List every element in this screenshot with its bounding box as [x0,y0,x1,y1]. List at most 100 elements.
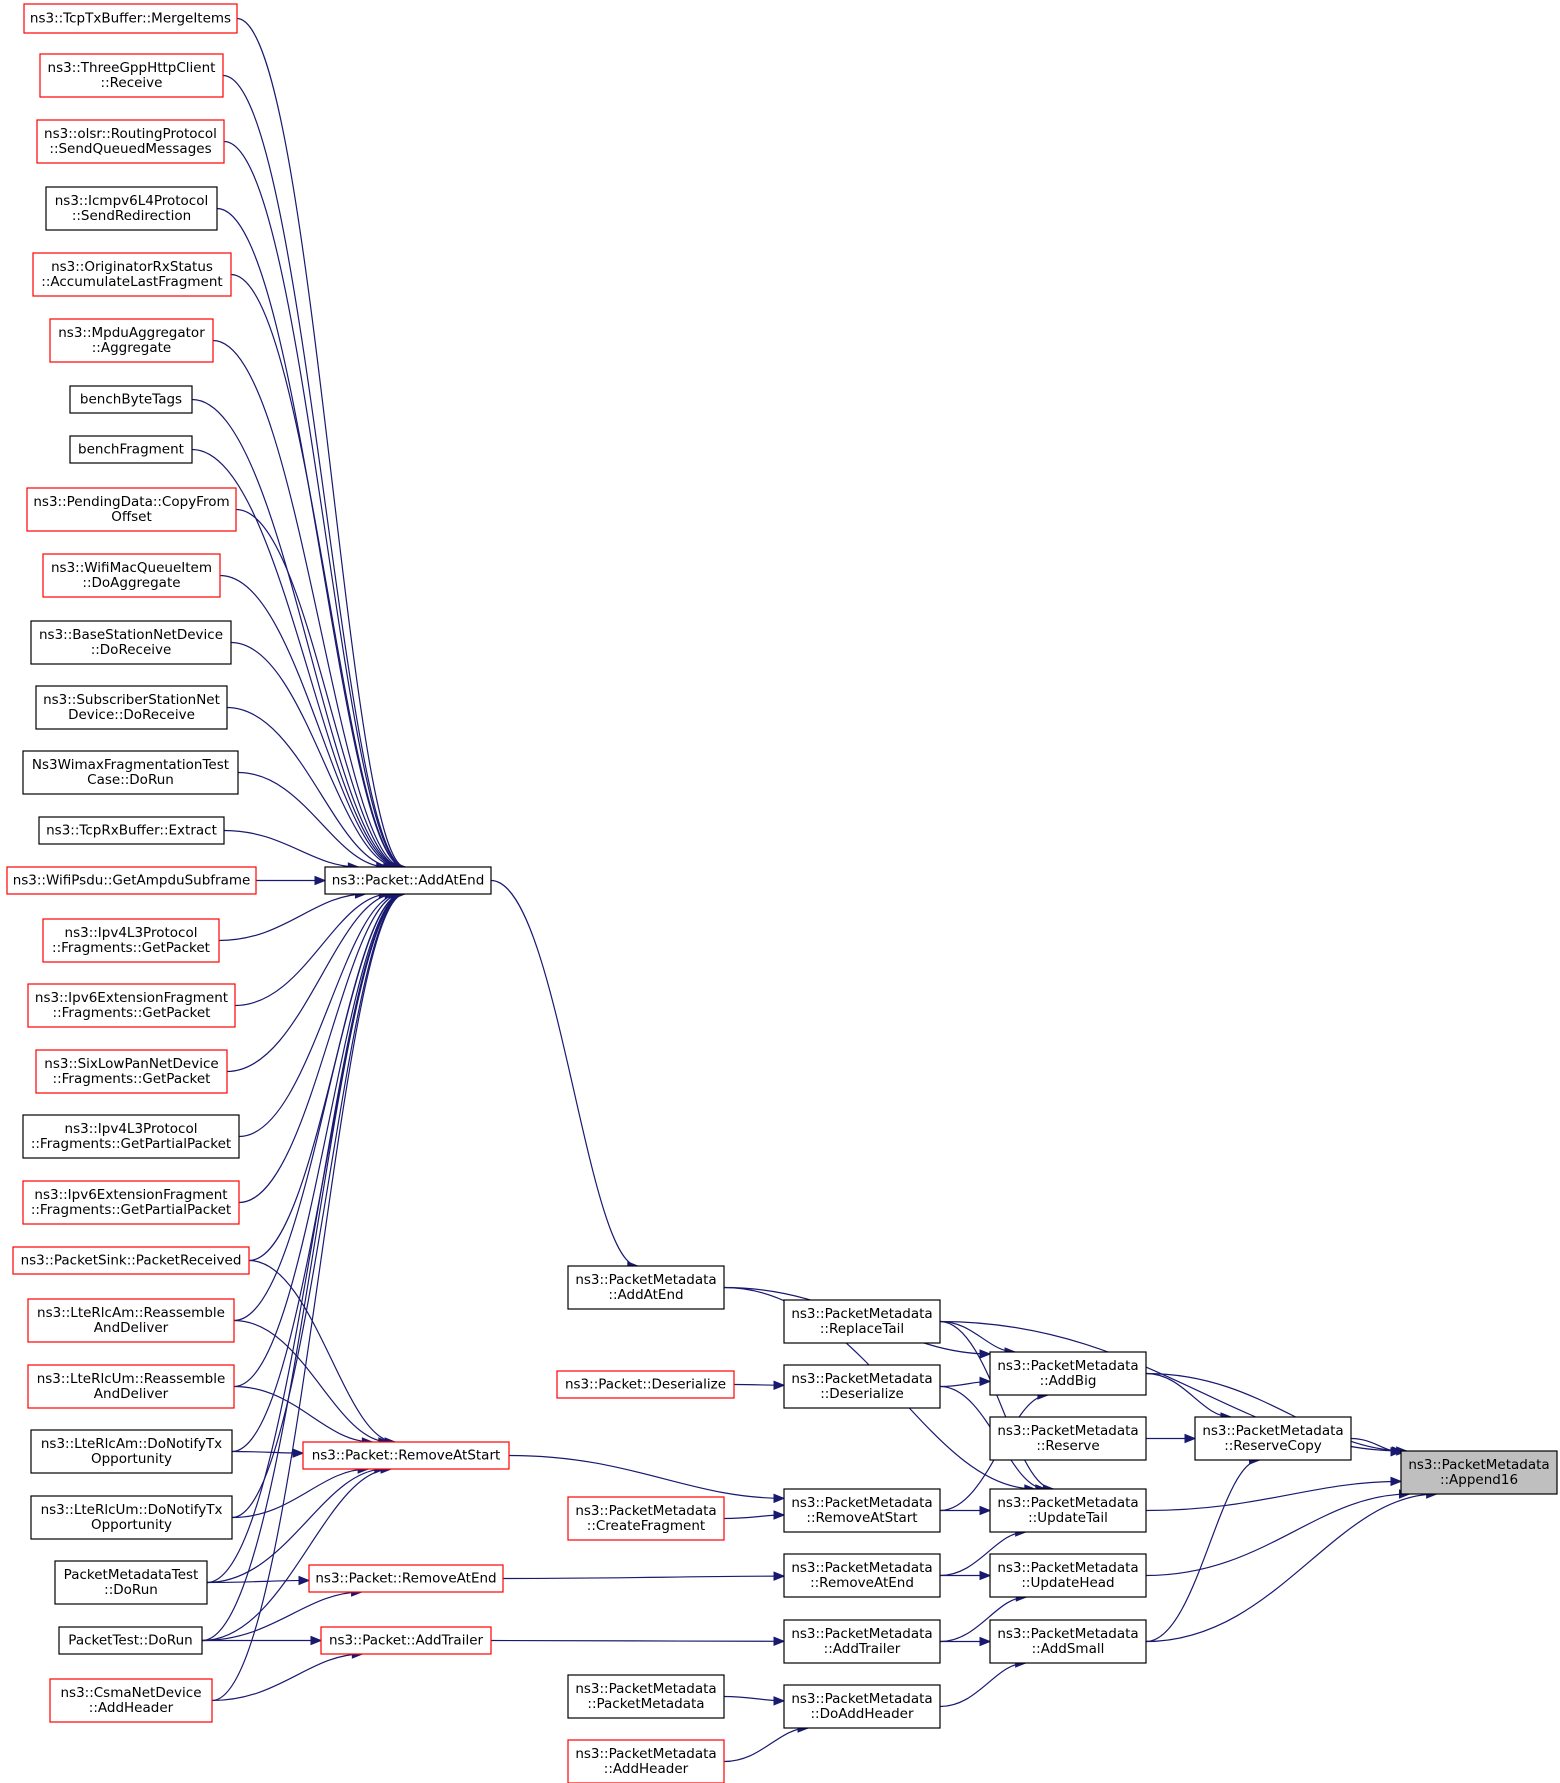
node-box[interactable] [27,1298,235,1343]
node-box[interactable] [783,1299,941,1344]
node-pmdeser[interactable]: ns3::PacketMetadata::Deserialize [783,1364,941,1409]
node-pmcreatefrag[interactable]: ns3::PacketMetadata::CreateFragment [567,1496,725,1541]
node-box[interactable] [989,1619,1147,1664]
node-ipv6partial[interactable]: ns3::Ipv6ExtensionFragment::Fragments::G… [22,1180,240,1225]
node-tcptx[interactable]: ns3::TcpTxBuffer::MergeItems [23,3,238,34]
node-box[interactable] [567,1739,725,1783]
node-mpdu[interactable]: ns3::MpduAggregator::Aggregate [49,318,214,363]
node-wifipsdu[interactable]: ns3::WifiPsdu::GetAmpduSubframe [6,866,257,895]
node-pmremovestart[interactable]: ns3::PacketMetadata::RemoveAtStart [783,1488,941,1533]
node-pkttest[interactable]: PacketTest::DoRun [58,1626,203,1655]
node-box[interactable] [22,1114,240,1159]
node-box[interactable] [39,53,224,98]
node-pmctor[interactable]: ns3::PacketMetadata::PacketMetadata [567,1674,725,1719]
node-addtrailer[interactable]: ns3::Packet::AddTrailer [320,1626,492,1655]
node-benchfrag[interactable]: benchFragment [69,435,193,464]
node-box[interactable] [989,1553,1147,1598]
node-ipv4frag[interactable]: ns3::Ipv4L3Protocol::Fragments::GetPacke… [42,918,220,963]
node-box[interactable] [30,1495,233,1540]
node-pmreplacetail[interactable]: ns3::PacketMetadata::ReplaceTail [783,1299,941,1344]
node-box[interactable] [42,553,221,598]
node-box[interactable] [308,1564,504,1593]
node-bsnet[interactable]: ns3::BaseStationNetDevice::DoReceive [30,620,232,665]
node-pmaddatend[interactable]: ns3::PacketMetadata::AddAtEnd [567,1265,725,1310]
node-box[interactable] [69,385,193,414]
node-box[interactable] [49,318,214,363]
node-box[interactable] [27,983,236,1028]
node-box[interactable] [45,186,218,231]
node-box[interactable] [783,1684,941,1729]
node-box[interactable] [783,1619,941,1664]
node-box[interactable] [32,252,232,297]
node-box[interactable] [989,1416,1147,1461]
node-box[interactable] [6,866,257,895]
node-olsr[interactable]: ns3::olsr::RoutingProtocol::SendQueuedMe… [36,119,225,164]
node-ssnet[interactable]: ns3::SubscriberStationNetDevice::DoRecei… [35,685,228,730]
node-pmupdatehead[interactable]: ns3::PacketMetadata::UpdateHead [989,1553,1147,1598]
node-pktdeser[interactable]: ns3::Packet::Deserialize [556,1370,735,1399]
node-box[interactable] [54,1560,208,1605]
node-pmreserve[interactable]: ns3::PacketMetadata::Reserve [989,1416,1147,1461]
node-origrx[interactable]: ns3::OriginatorRxStatus::AccumulateLastF… [32,252,232,297]
node-box[interactable] [22,750,239,795]
node-removeatend[interactable]: ns3::Packet::RemoveAtEnd [308,1564,504,1593]
node-box[interactable] [1194,1416,1352,1461]
node-box[interactable] [783,1364,941,1409]
node-box[interactable] [1400,1450,1558,1495]
node-box[interactable] [42,918,220,963]
node-pmaddbig[interactable]: ns3::PacketMetadata::AddBig [989,1351,1147,1396]
node-pmupdatetail[interactable]: ns3::PacketMetadata::UpdateTail [989,1488,1147,1533]
node-box[interactable] [302,1441,510,1470]
node-box[interactable] [567,1674,725,1719]
node-box[interactable] [49,1678,213,1723]
node-ipv4partial[interactable]: ns3::Ipv4L3Protocol::Fragments::GetParti… [22,1114,240,1159]
node-pmaddheader[interactable]: ns3::PacketMetadata::AddHeader [567,1739,725,1783]
node-pmdoaddheader[interactable]: ns3::PacketMetadata::DoAddHeader [783,1684,941,1729]
node-box[interactable] [36,119,225,164]
node-pmreservecopy[interactable]: ns3::PacketMetadata::ReserveCopy [1194,1416,1352,1461]
node-pmremoveend[interactable]: ns3::PacketMetadata::RemoveAtEnd [783,1553,941,1598]
node-box[interactable] [567,1496,725,1541]
node-wifimacq[interactable]: ns3::WifiMacQueueItem::DoAggregate [42,553,221,598]
node-ipv6frag[interactable]: ns3::Ipv6ExtensionFragment::Fragments::G… [27,983,236,1028]
node-box[interactable] [556,1370,735,1399]
node-box[interactable] [58,1626,203,1655]
node-box[interactable] [30,620,232,665]
node-tcprx[interactable]: ns3::TcpRxBuffer::Extract [38,816,225,845]
node-box[interactable] [22,1180,240,1225]
node-sixlow[interactable]: ns3::SixLowPanNetDevice::Fragments::GetP… [35,1049,228,1094]
node-box[interactable] [38,816,225,845]
node-box[interactable] [783,1553,941,1598]
node-csma[interactable]: ns3::CsmaNetDevice::AddHeader [49,1678,213,1723]
node-pmtest[interactable]: PacketMetadataTest::DoRun [54,1560,208,1605]
node-box[interactable] [26,487,237,532]
node-box[interactable] [27,1364,235,1409]
node-benchtags[interactable]: benchByteTags [69,385,193,414]
node-box[interactable] [567,1265,725,1310]
node-box[interactable] [989,1351,1147,1396]
node-box[interactable] [989,1488,1147,1533]
node-box[interactable] [12,1246,250,1275]
node-pmappend16[interactable]: ns3::PacketMetadata::Append16 [1400,1450,1558,1495]
node-box[interactable] [35,1049,228,1094]
node-icmpv6[interactable]: ns3::Icmpv6L4Protocol::SendRedirection [45,186,218,231]
node-pktsink[interactable]: ns3::PacketSink::PacketReceived [12,1246,250,1275]
node-addatend[interactable]: ns3::Packet::AddAtEnd [324,866,492,895]
node-removeatstart[interactable]: ns3::Packet::RemoveAtStart [302,1441,510,1470]
node-box[interactable] [69,435,193,464]
node-box[interactable] [324,866,492,895]
node-pmaddsmall[interactable]: ns3::PacketMetadata::AddSmall [989,1619,1147,1664]
node-box[interactable] [23,3,238,34]
node-threegpp[interactable]: ns3::ThreeGppHttpClient::Receive [39,53,224,98]
node-box[interactable] [30,1429,233,1474]
node-box[interactable] [35,685,228,730]
node-box[interactable] [783,1488,941,1533]
node-pmaddtrailer[interactable]: ns3::PacketMetadata::AddTrailer [783,1619,941,1664]
node-box[interactable] [320,1626,492,1655]
